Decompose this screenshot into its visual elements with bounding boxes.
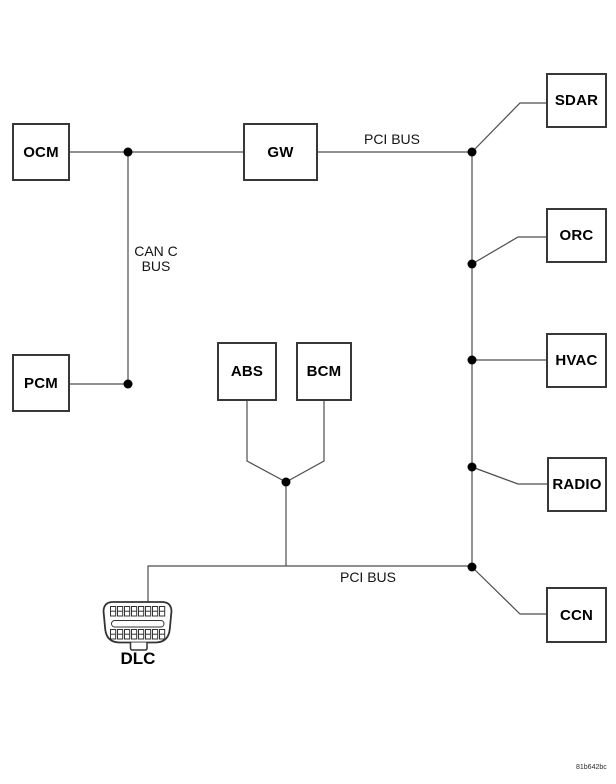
module-box-sdar: SDAR xyxy=(546,73,607,128)
dlc-caption: DLC xyxy=(120,649,156,668)
module-box-ocm: OCM xyxy=(12,123,70,181)
pci-bus-top-text: PCI BUS xyxy=(363,131,420,147)
module-box-abs: ABS xyxy=(217,342,277,401)
junction-dot-orc xyxy=(467,259,477,269)
wire-pci-bottom xyxy=(147,565,472,602)
wire-ccn-link xyxy=(471,566,546,615)
pci-bus-top-label: PCI BUS xyxy=(352,132,432,147)
module-label-radio: RADIO xyxy=(552,476,602,493)
junction-dot-trunk-bottom xyxy=(467,562,477,572)
pci-bus-bottom-text: PCI BUS xyxy=(339,569,396,585)
module-box-gw: GW xyxy=(243,123,318,181)
module-label-ccn: CCN xyxy=(559,606,594,624)
module-label-pcm: PCM xyxy=(24,374,58,392)
module-label-abs: ABS xyxy=(230,363,264,380)
figure-code: 81b642bc xyxy=(576,764,607,771)
can-c-bus-label: CAN C BUS xyxy=(116,244,196,274)
module-box-ccn: CCN xyxy=(546,587,607,643)
junction-dot-trunk-top xyxy=(467,147,477,157)
junction-dot-ocm xyxy=(123,147,133,157)
module-box-hvac: HVAC xyxy=(546,333,607,388)
wire-bcm-drop xyxy=(285,401,325,483)
module-label-orc: ORC xyxy=(559,227,594,244)
dlc-connector-icon xyxy=(102,601,173,651)
module-label-gw: GW xyxy=(267,143,294,161)
can-c-bus-text-line1: CAN C xyxy=(134,243,178,259)
wire-orc-link xyxy=(471,236,546,265)
module-box-pcm: PCM xyxy=(12,354,70,412)
module-box-radio: RADIO xyxy=(547,457,607,512)
junction-dot-pcm xyxy=(123,379,133,389)
module-box-orc: ORC xyxy=(546,208,607,263)
junction-dot-hvac xyxy=(467,355,477,365)
wire-abs-drop xyxy=(246,401,287,483)
module-label-ocm: OCM xyxy=(23,143,59,161)
junction-dot-radio xyxy=(467,462,477,472)
wire-radio-link xyxy=(471,466,547,485)
module-box-bcm: BCM xyxy=(296,342,352,401)
module-label-hvac: HVAC xyxy=(555,352,598,369)
module-label-sdar: SDAR xyxy=(554,92,599,109)
module-label-bcm: BCM xyxy=(306,363,342,380)
wire-sdar-link xyxy=(471,102,546,153)
pci-bus-bottom-label: PCI BUS xyxy=(328,570,408,585)
junction-dot-abs-bcm xyxy=(281,477,291,487)
can-c-bus-text-line2: BUS xyxy=(141,258,171,274)
